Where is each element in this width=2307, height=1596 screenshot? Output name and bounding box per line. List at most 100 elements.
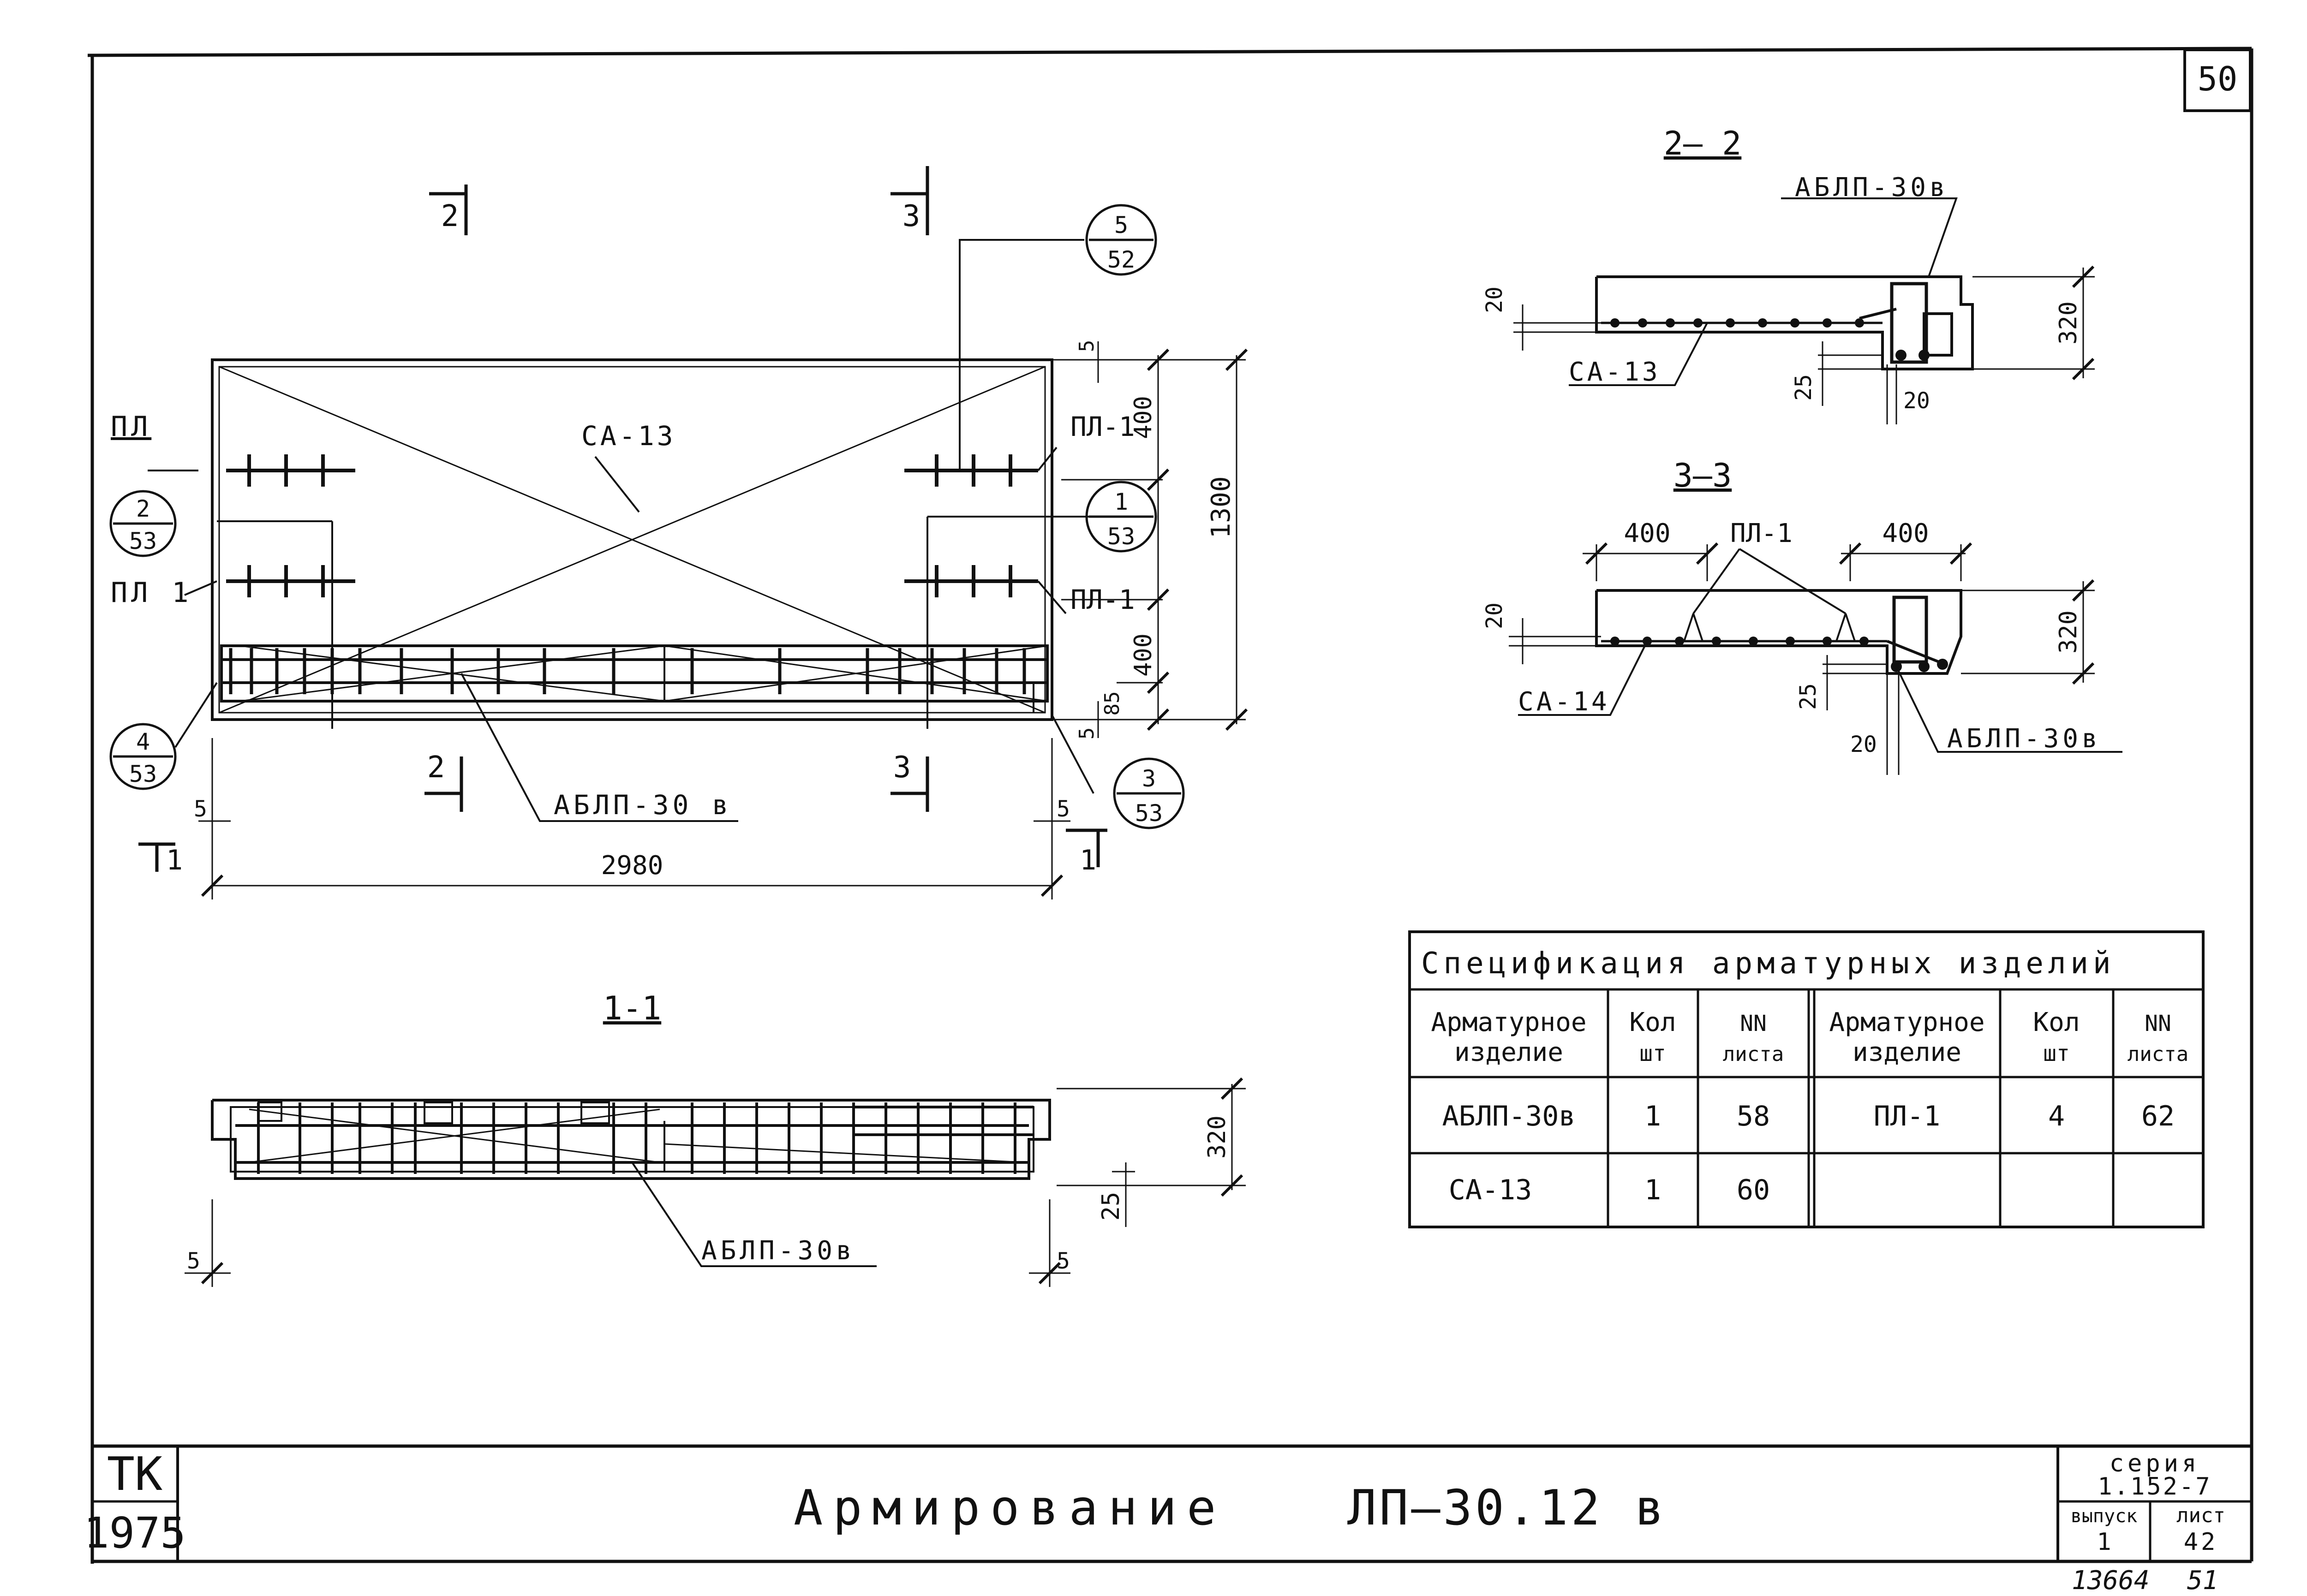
plan-label-pl1-bottom: ПЛ-1 (1070, 584, 1135, 615)
callout-353-bot: 53 (1135, 800, 1163, 827)
title-block (92, 1446, 2252, 1561)
section-2-2-label-ablp: АБЛП-30в (1795, 173, 1949, 202)
spec-header-sheet-1: NN (1740, 1011, 1767, 1036)
series-value: 1.152-7 (2098, 1473, 2211, 1501)
section-3-3-dim-20b: 20 (1850, 732, 1877, 757)
plan-sect-1-left: 1 (166, 844, 183, 876)
spec-table (1408, 930, 2205, 1228)
spec-header-item-2: изделие (1454, 1037, 1563, 1067)
stamp-bottom: 1975 (84, 1508, 186, 1558)
spec-header-sheet-2b: листа (2128, 1042, 2188, 1066)
dim-400-bottom: 400 (1130, 633, 1157, 677)
series-label: серия (2110, 1450, 2200, 1477)
plan-label-pl1-top: ПЛ-1 (1070, 411, 1135, 442)
sheet-label: лист (2176, 1504, 2225, 1527)
dim-400-top: 400 (1130, 396, 1157, 439)
spec-row1-sheet-a: 58 (1737, 1100, 1770, 1132)
section-2-2-dim-20b: 20 (1903, 388, 1930, 414)
spec-row1-qty-b: 4 (2048, 1100, 2065, 1132)
spec-title: Спецификация арматурных изделий (1421, 947, 2115, 981)
dim-5-d: 5 (1057, 796, 1070, 822)
spec-header-item-1: Арматурное (1431, 1007, 1586, 1037)
callout-353-top: 3 (1142, 765, 1156, 792)
spec-header-qty-1: Кол (1629, 1007, 1676, 1037)
section-2-2 (1513, 197, 2095, 424)
section-1-1-dim-5-right: 5 (1057, 1248, 1070, 1274)
plan-sect-3-top: 3 (902, 199, 920, 233)
corner-number-box (2183, 48, 2252, 112)
mesh-diagonal-2 (219, 366, 1046, 714)
spec-header-item-1b: Арматурное (1829, 1007, 1984, 1037)
callout-253-top: 2 (136, 495, 150, 522)
section-2-2-dim-320: 320 (2055, 301, 2082, 345)
section-1-1-dim-5-left: 5 (187, 1248, 200, 1274)
spec-row2-sheet-a: 60 (1737, 1174, 1770, 1206)
spec-header-item-2b: изделие (1853, 1037, 1961, 1067)
section-1-1-label-ablp: АБЛП-30в (701, 1236, 855, 1266)
corner-number: 50 (2198, 60, 2238, 98)
plan-view (109, 166, 1247, 899)
spec-row1-qty-a: 1 (1644, 1100, 1661, 1132)
section-3-3-dim-400-right: 400 (1882, 518, 1929, 548)
section-1-1-dim-25: 25 (1097, 1192, 1125, 1221)
plan-label-ablp: АБЛП-30 в (554, 789, 732, 821)
plan-sect-3-bottom: 3 (893, 750, 911, 785)
dim-5-c: 5 (194, 796, 207, 822)
spec-header-sheet-1b: NN (2145, 1011, 2171, 1036)
section-3-3-dim-20: 20 (1482, 602, 1507, 629)
spec-header-qty-2: шт (1639, 1041, 1666, 1066)
spec-header-qty-1b: Кол (2033, 1007, 2080, 1037)
plan-sect-1-right: 1 (1080, 844, 1096, 876)
dim-85: 85 (1100, 691, 1124, 716)
spec-row2-item-a: СА-13 (1449, 1174, 1532, 1206)
section-2-2-label-sa13: СА-13 (1569, 357, 1661, 387)
issue-value: 1 (2097, 1528, 2111, 1556)
sheet-value: 42 (2184, 1528, 2218, 1556)
section-1-1 (185, 1078, 1246, 1287)
section-3-3-dim-25: 25 (1795, 683, 1821, 710)
title-mark: ЛП–30.12 в (1347, 1480, 1667, 1536)
section-3-3-label-pl1: ПЛ-1 (1730, 518, 1793, 548)
plan-sect-2-top: 2 (441, 199, 459, 233)
spec-row1-item-b: ПЛ-1 (1874, 1100, 1941, 1132)
section-3-3-label-ablp: АБЛП-30в (1947, 724, 2101, 754)
callout-153-bot: 53 (1107, 523, 1135, 550)
issue-label: выпуск (2071, 1506, 2138, 1527)
section-1-1-title: 1-1 (603, 989, 661, 1027)
section-3-3-label-sa14: СА-14 (1518, 687, 1610, 717)
spec-row2-qty-a: 1 (1644, 1174, 1661, 1206)
slab-outline (211, 358, 1053, 721)
spec-row1-item-a: АБЛП-30в (1442, 1100, 1576, 1132)
handwritten-page: 51 (2187, 1566, 2218, 1596)
dim-height: 1300 (1206, 476, 1236, 539)
section-3-3-dim-320: 320 (2055, 610, 2082, 654)
section-1-1-dim-320: 320 (1203, 1115, 1231, 1159)
section-3-3-dim-400-left: 400 (1624, 518, 1670, 548)
handwritten-number: 13664 (2072, 1566, 2150, 1596)
dim-length: 2980 (601, 851, 663, 881)
plan-sect-2-bottom: 2 (427, 750, 445, 785)
title-word: Армирование (794, 1480, 1226, 1536)
callout-52-bot: 52 (1107, 246, 1135, 273)
section-2-2-dim-20: 20 (1482, 286, 1507, 313)
stamp-top: ТК (107, 1447, 162, 1501)
plan-label-sa13: СА-13 (581, 420, 676, 452)
callout-253-bot: 53 (129, 528, 157, 554)
dim-5-a: 5 (1075, 340, 1099, 352)
callout-453-bot: 53 (129, 761, 157, 787)
sheet-frame (87, 47, 2253, 1564)
callout-52-top: 5 (1114, 212, 1128, 238)
section-2-2-title: 2— 2 (1664, 125, 1742, 162)
plan-label-pl-top: ПЛ (111, 411, 151, 443)
callout-453-top: 4 (136, 728, 150, 755)
section-3-3 (1509, 543, 2122, 775)
section-3-3-title: 3—3 (1673, 457, 1732, 494)
spec-row1-sheet-b: 62 (2141, 1100, 2175, 1132)
dim-5-b: 5 (1075, 727, 1099, 740)
plan-label-pl-bottom: ПЛ 1 (111, 577, 192, 609)
spec-header-sheet-2: листа (1723, 1042, 1784, 1066)
section-2-2-dim-25: 25 (1791, 374, 1817, 401)
spec-header-qty-2b: шт (2043, 1041, 2070, 1066)
callout-153-top: 1 (1114, 488, 1128, 515)
